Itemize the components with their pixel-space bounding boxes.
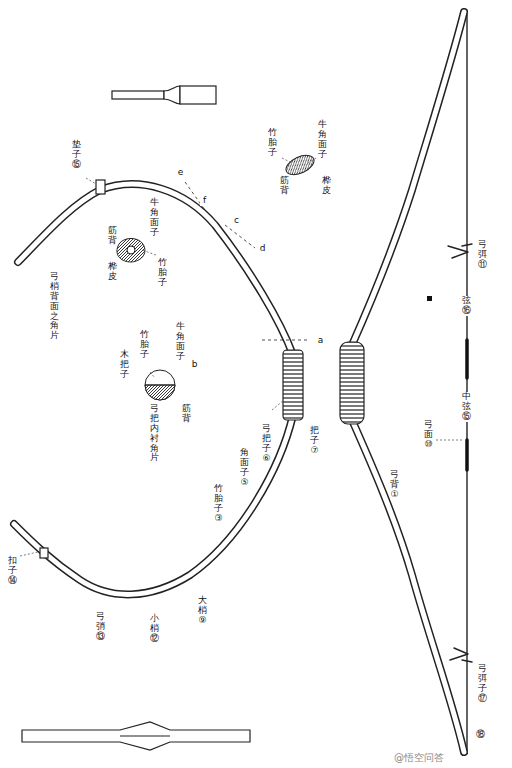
- part-label: ⑱: [476, 730, 485, 740]
- strung-bow: [340, 12, 472, 752]
- part-label: 筋背: [182, 404, 191, 424]
- part-label: 竹胎子: [158, 258, 167, 288]
- part-label: 弓弰⑬: [96, 612, 105, 642]
- part-label: 弦⑯: [462, 296, 471, 316]
- part-label: 桦皮: [322, 176, 331, 196]
- unstrung-bow: [14, 180, 303, 594]
- part-label: 桦皮: [108, 262, 117, 282]
- part-label: 弓把子⑥: [262, 424, 271, 464]
- part-label: 牛角面子: [176, 322, 185, 362]
- part-label: c: [232, 216, 241, 226]
- part-label: 弓弭⑪: [478, 240, 487, 270]
- part-label: 角面子⑤: [240, 448, 249, 488]
- part-label: 垫子⑮: [72, 140, 81, 170]
- part-label: 弓背①: [390, 470, 399, 500]
- part-label: d: [258, 244, 267, 254]
- part-label: 大梢⑨: [198, 596, 207, 626]
- part-label: 小梢⑫: [150, 614, 159, 644]
- part-label: 牛角面子: [150, 198, 159, 238]
- part-label: 把子⑦: [310, 426, 319, 456]
- cross-section: [117, 151, 317, 400]
- part-label: 竹胎子: [140, 330, 149, 360]
- tip-detail: [112, 86, 216, 104]
- part-label: b: [190, 360, 199, 370]
- section-line: [185, 182, 310, 340]
- part-label: a: [316, 336, 325, 346]
- part-label: 弓把内衬角片: [150, 404, 159, 463]
- part-label: 中弦⑮: [462, 392, 471, 422]
- part-label: 筋背: [280, 176, 289, 196]
- part-label: 竹胎子: [268, 128, 277, 158]
- part-label: 木把子: [120, 350, 129, 380]
- part-label: 弓面⑩: [424, 420, 433, 450]
- part-label: 牛角面子: [318, 120, 327, 160]
- watermark: @悟空问答: [392, 752, 446, 763]
- part-label: e: [176, 168, 185, 178]
- part-label: 扣子⑭: [8, 556, 17, 586]
- part-label: 弓梢背面之角片: [50, 272, 59, 341]
- part-label: 筋背: [108, 226, 117, 246]
- part-label: 竹胎子③: [214, 484, 223, 524]
- leader-line: [20, 158, 462, 556]
- part-label: f: [200, 196, 209, 206]
- tip-detail: [22, 722, 250, 750]
- part-label: 弓弭子⑰: [478, 664, 487, 704]
